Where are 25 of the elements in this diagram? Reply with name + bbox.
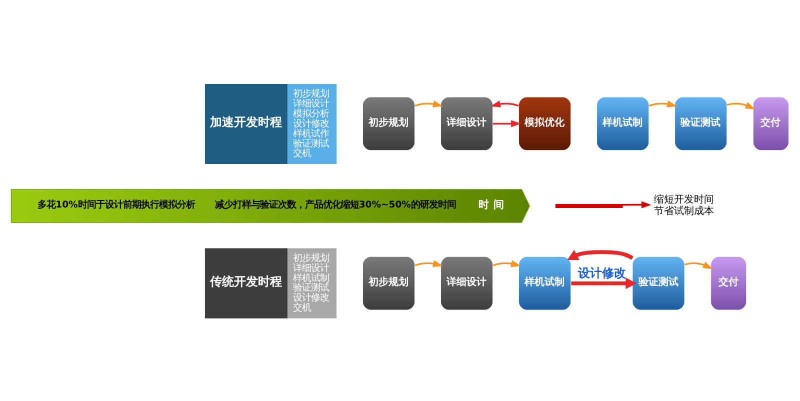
node-bar [555,203,623,208]
node-box: 验证测试 [674,96,728,150]
node-box: 验证测试 [632,256,685,310]
node-box: 交付 [752,96,790,150]
node-box: 详细设计 [440,256,494,310]
arrow [648,100,677,107]
arrow [567,249,634,260]
node-box: 模拟优化 [518,96,572,150]
arrow [726,102,756,109]
arrow [414,100,443,107]
arrow [492,120,521,127]
arrow [492,260,521,266]
node-text: 缩短开发时间 节省试制成本 [654,194,714,216]
arrow [684,261,713,269]
arrow [490,100,519,107]
edge-label: 设计修改 [578,265,626,280]
node-box: 详细设计 [440,96,494,150]
arrow [622,200,652,208]
arrow [571,277,637,289]
node-box: 样机试制 [596,96,650,150]
node-box: 初步规划 [362,256,416,310]
node-box: 交付 [710,256,747,310]
node-box: 初步规划 [362,96,416,150]
node-box: 样机试制 [518,256,572,310]
arrow [414,260,443,266]
